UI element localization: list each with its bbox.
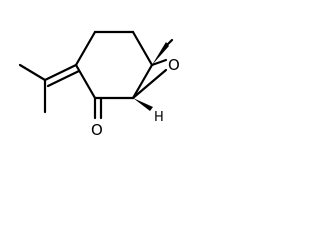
bond-c5-c6	[131, 30, 154, 67]
wedge-bond-hydrogen	[133, 98, 153, 111]
bond-c4-oxygen	[131, 68, 168, 100]
bond-methyl-stub	[166, 38, 174, 46]
wedge-bond-methyl	[152, 42, 169, 65]
structure-canvas: O O H	[0, 0, 186, 148]
bond-c1-c2	[74, 30, 97, 67]
chemical-structure-diagram: O O H	[18, 30, 180, 139]
hydrogen-stereo-label: H	[154, 110, 164, 125]
bond-c5-oxygen	[150, 58, 168, 67]
bond-c2-exo-2	[46, 69, 81, 88]
bond-c4-c5	[131, 63, 154, 100]
oxygen-epoxide-label: O	[168, 56, 180, 74]
bond-c2-exo-1	[43, 63, 78, 82]
oxygen-carbonyl-label: O	[91, 121, 103, 139]
bond-exo-methyl-upper	[18, 63, 47, 82]
